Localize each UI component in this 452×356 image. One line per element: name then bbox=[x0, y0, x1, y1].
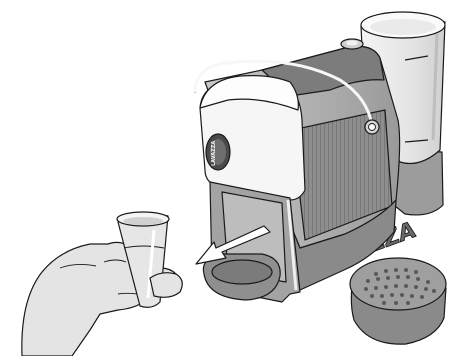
svg-text:LAVAZZA: LAVAZZA bbox=[211, 141, 217, 166]
machine-drip-tray bbox=[203, 254, 280, 300]
thumb bbox=[150, 273, 182, 298]
drip-tray-icon bbox=[350, 258, 446, 344]
